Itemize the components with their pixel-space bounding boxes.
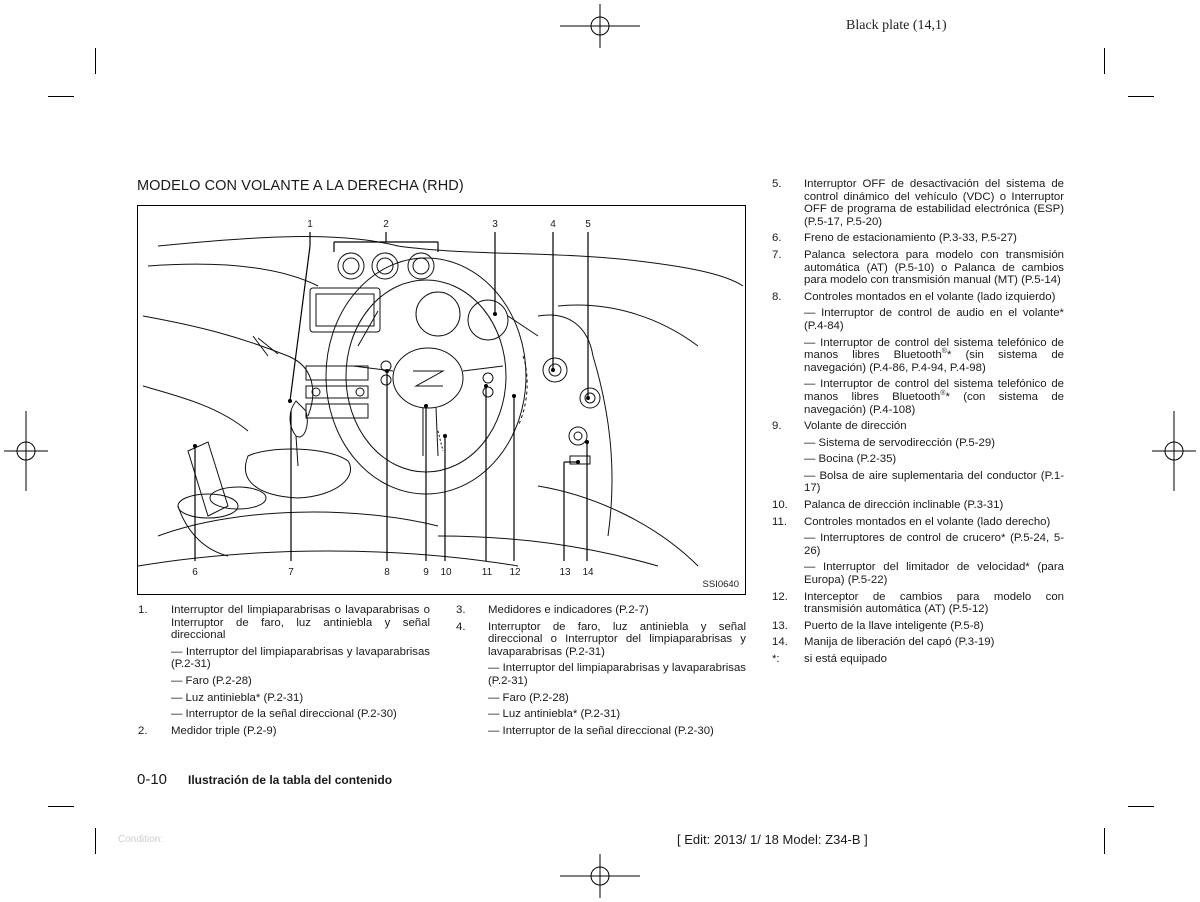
- legend-item-9: 9. Volante de dirección: [772, 420, 907, 433]
- callout-14: 14: [582, 567, 594, 578]
- legend-sub: — Interruptor del limpiaparabrisas y lav…: [488, 662, 746, 687]
- legend-sub: — Interruptor de control del sistema tel…: [804, 378, 1065, 416]
- legend-sub: — Bolsa de aire suplementaria del conduc…: [804, 469, 1064, 495]
- legend-sub: — Luz antiniebla* (P.2-31): [488, 708, 621, 721]
- legend-item-2: 2. Medidor triple (P.2-9): [138, 724, 277, 737]
- legend-right-column: 5. Interruptor OFF de desactivación del …: [772, 178, 1064, 670]
- page-footer-title: Ilustración de la tabla del contenido: [188, 773, 393, 787]
- dashboard-figure: 1 2 3 4 5 6 7 8 9 10 11 12 13 14 SSI0640: [137, 205, 746, 595]
- legend-sub: — Faro (P.2-28): [171, 674, 252, 687]
- callout-6: 6: [192, 567, 198, 578]
- section-title: MODELO CON VOLANTE A LA DERECHA (RHD): [137, 178, 464, 194]
- callout-4: 4: [550, 219, 556, 230]
- callout-7: 7: [288, 567, 294, 578]
- legend-left-column: 1. Interruptor del limpiaparabrisas o la…: [138, 604, 430, 741]
- callout-9: 9: [423, 567, 429, 578]
- legend-item-5: 5. Interruptor OFF de desactivación del …: [772, 178, 1064, 228]
- legend-item-14: 14. Manija de liberación del capó (P.3-1…: [772, 636, 995, 649]
- legend-sub: — Luz antiniebla* (P.2-31): [171, 691, 304, 704]
- plate-label: Black plate (14,1): [846, 18, 947, 33]
- legend-item-13: 13. Puerto de la llave inteligente (P.5-…: [772, 619, 984, 632]
- legend-item-7: 7. Palanca selectora para modelo con tra…: [772, 248, 1064, 287]
- callout-12: 12: [509, 567, 521, 578]
- legend-sub: — Interruptor del limpiaparabrisas y lav…: [171, 645, 430, 671]
- legend-sub: — Faro (P.2-28): [488, 691, 569, 704]
- callout-2: 2: [383, 219, 389, 230]
- legend-item-6: 6. Freno de estacionamiento (P.3-33, P.5…: [772, 232, 1017, 245]
- legend-item-12: 12. Interceptor de cambios para modelo c…: [772, 590, 1064, 616]
- callout-11: 11: [481, 567, 493, 578]
- legend-sub: — Bocina (P.2-35): [804, 453, 897, 466]
- callout-8: 8: [384, 567, 390, 578]
- legend-sub: — Interruptor de control de audio en el …: [804, 307, 1064, 332]
- page-number: 0-10: [137, 771, 168, 788]
- legend-sub: — Sistema de servodirección (P.5-29): [804, 436, 995, 449]
- dashboard-illustration: [138, 232, 744, 567]
- legend-footnote: *: si está equipado: [772, 653, 887, 665]
- condition-label: Condition:: [118, 834, 164, 845]
- legend-sub: — Interruptor del limitador de velocidad…: [804, 561, 1064, 587]
- legend-item-10: 10. Palanca de dirección inclinable (P.3…: [772, 499, 1004, 512]
- legend-sub: — Interruptores de control de crucero* (…: [804, 532, 1064, 557]
- legend-sub: — Interruptor de la señal direccional (P…: [171, 708, 397, 721]
- legend-sub: — Interruptor de la señal direccional (P…: [488, 724, 714, 737]
- callout-1: 1: [307, 219, 313, 230]
- callout-5: 5: [585, 219, 591, 230]
- figure-id: SSI0640: [702, 579, 739, 590]
- legend-middle-column: 3. Medidores e indicadores (P.2-7) 4. In…: [456, 604, 746, 741]
- callout-3: 3: [492, 219, 498, 230]
- legend-item-1: 1. Interruptor del limpiaparabrisas o la…: [138, 604, 430, 642]
- legend-item-3: 3. Medidores e indicadores (P.2-7): [456, 604, 649, 616]
- legend-item-11: 11. Controles montados en el volante (la…: [772, 515, 1051, 528]
- legend-sub: — Interruptor de control del sistema tel…: [804, 336, 1064, 374]
- legend-item-8: 8. Controles montados en el volante (lad…: [772, 290, 1056, 303]
- callout-13: 13: [559, 567, 571, 578]
- edit-info: [ Edit: 2013/ 1/ 18 Model: Z34-B ]: [677, 832, 868, 847]
- legend-item-4: 4. Interruptor de faro, luz antiniebla y…: [456, 620, 746, 658]
- callout-10: 10: [440, 567, 452, 578]
